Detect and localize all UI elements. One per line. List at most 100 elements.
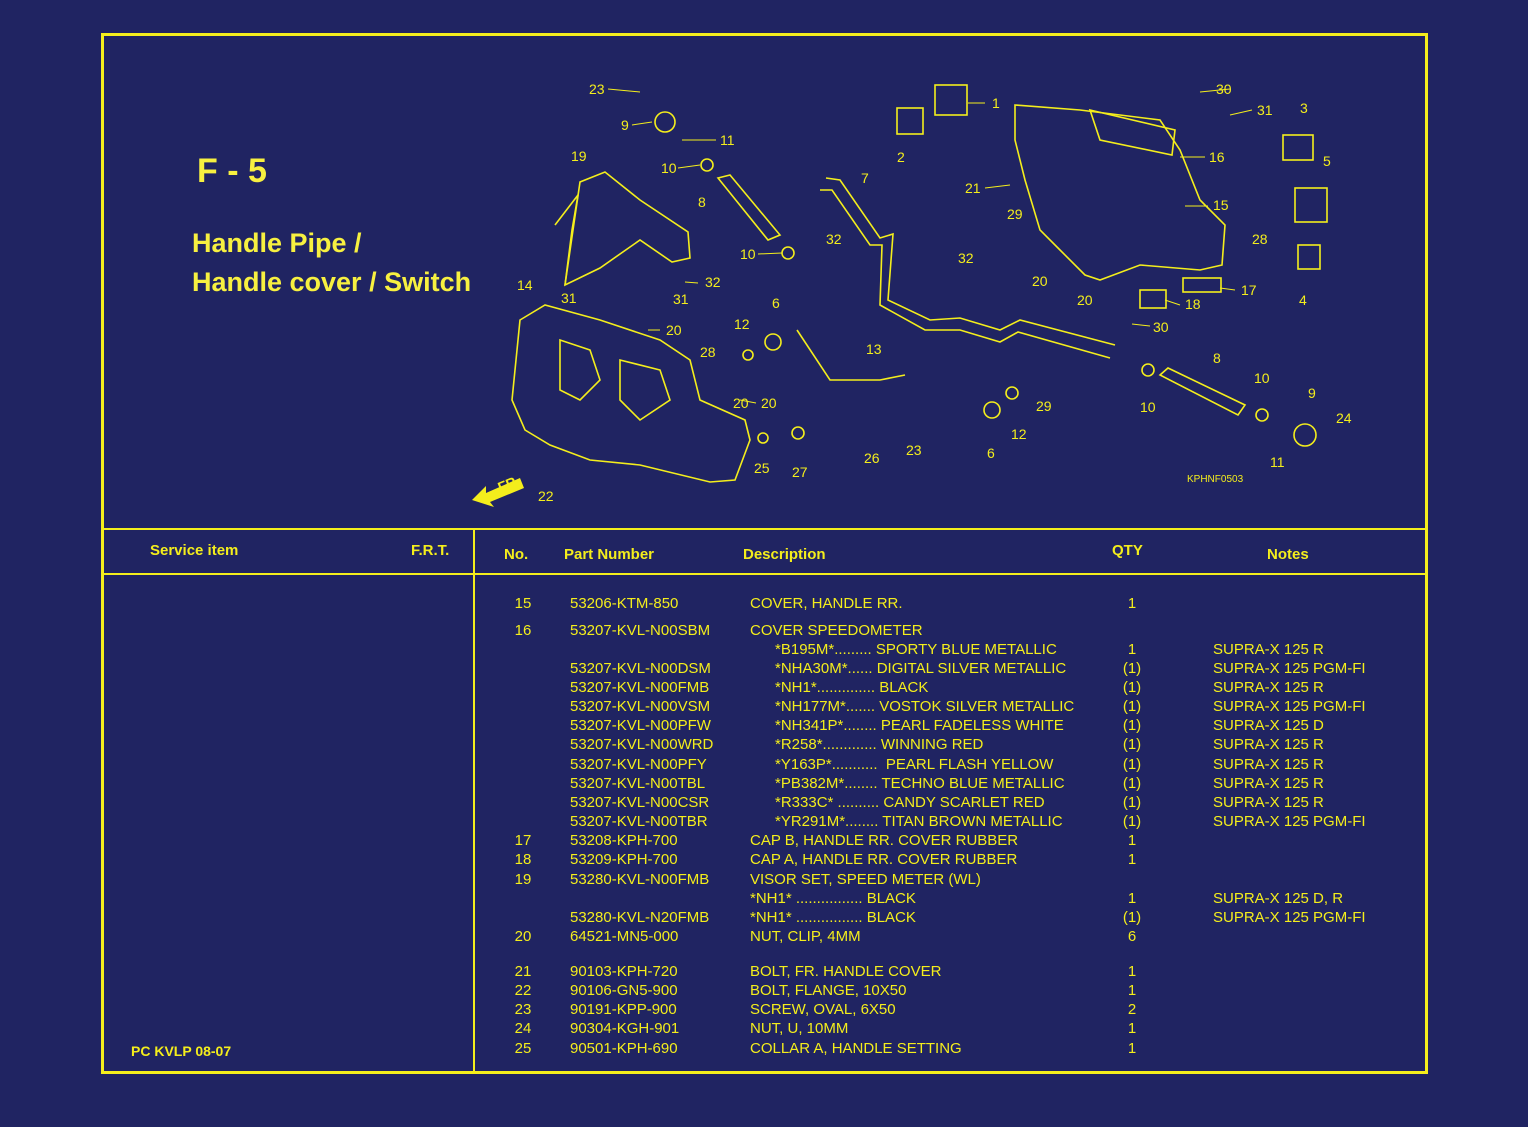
switch-1 <box>934 84 968 116</box>
nut-10d <box>1255 408 1269 422</box>
callout: 9 <box>621 117 629 133</box>
header-divider <box>101 573 1428 575</box>
visor-edge <box>554 194 579 286</box>
arrow-label: FR. <box>495 472 522 495</box>
callout: 28 <box>700 344 716 360</box>
callout: 20 <box>1032 273 1048 289</box>
callout: 27 <box>792 464 808 480</box>
callout: 22 <box>538 488 554 504</box>
switch-4 <box>1297 244 1321 270</box>
header-description: Description <box>743 546 826 563</box>
callout: 31 <box>1257 102 1273 118</box>
front-arrow-icon <box>472 478 524 507</box>
leader-lines <box>607 88 1253 404</box>
table-row: 53207-KVL-N00PFY *Y163P*........... PEAR… <box>570 756 1324 773</box>
callout: 14 <box>517 277 533 293</box>
callout: 1 <box>992 95 1000 111</box>
callout: 32 <box>705 274 721 290</box>
callout: 5 <box>1323 153 1331 169</box>
section-title-line2: Handle cover / Switch <box>192 267 472 297</box>
pipe-left <box>716 174 782 241</box>
header-qty: QTY <box>1112 542 1143 559</box>
table-row: 53207-KVL-N00WRD *R258*............. WIN… <box>570 736 1324 753</box>
table-row: 53207-KVL-N00FMB *NH1*.............. BLA… <box>570 679 1324 696</box>
parts-page-frame <box>101 33 1428 1074</box>
collar-26 <box>791 426 805 440</box>
table-row: 53207-KVL-N00PFW *NH341P*........ PEARL … <box>570 717 1324 734</box>
callout: 11 <box>1270 454 1285 470</box>
column-divider <box>473 528 475 1074</box>
callout: 16 <box>1209 149 1225 165</box>
footer-code: PC KVLP 08-07 <box>131 1043 232 1059</box>
callout: 2 <box>897 149 905 165</box>
callout: 10 <box>661 160 677 176</box>
callout: 20 <box>733 395 749 411</box>
callout: 28 <box>1252 231 1268 247</box>
header-service-item: Service item <box>150 542 239 559</box>
callout: 23 <box>906 442 922 458</box>
cap-17 <box>1182 277 1222 293</box>
callout: 15 <box>1213 197 1229 213</box>
callout: 32 <box>958 250 974 266</box>
header-part-number: Part Number <box>564 546 655 563</box>
table-row: 53207-KVL-N00VSM *NH177M*....... VOSTOK … <box>570 698 1366 715</box>
callout: 4 <box>1299 292 1307 308</box>
header-frt: F.R.T. <box>411 542 450 559</box>
collar-12 <box>742 349 754 361</box>
callout: 31 <box>673 291 689 307</box>
callout: 8 <box>698 194 706 210</box>
table-row: 53207-KVL-N00DSM *NHA30M*...... DIGITAL … <box>570 660 1366 677</box>
rubber-9-right <box>1293 423 1317 447</box>
callout: 11 <box>720 132 735 148</box>
callout: 20 <box>761 395 777 411</box>
diagram-divider <box>101 528 1428 530</box>
exploded-parts-diagram: FR. KPHNF0503 1 2 3 4 5 6 6 7 8 8 9 9 10… <box>472 81 1352 507</box>
cap-18 <box>1139 289 1167 309</box>
callout: 13 <box>866 341 882 357</box>
callout: 8 <box>1213 350 1221 366</box>
callout: 18 <box>1185 296 1201 312</box>
nut-24 <box>757 432 769 444</box>
table-row: 53207-KVL-N00TBL *PB382M*........ TECHNO… <box>570 775 1324 792</box>
section-code: F - 5 <box>197 152 267 190</box>
callout: 29 <box>1007 206 1023 222</box>
handle-pipe-edge <box>820 189 1111 359</box>
section-title-line1: Handle Pipe / <box>192 228 362 258</box>
callout: 21 <box>965 180 981 196</box>
switch-2 <box>896 107 924 135</box>
speedometer-opening <box>1088 108 1176 156</box>
callout: 7 <box>861 170 869 186</box>
nut-10 <box>700 158 714 172</box>
front-cover-detail <box>559 338 671 422</box>
callout: 32 <box>826 231 842 247</box>
callout: 6 <box>987 445 995 461</box>
handle-pipe-stem <box>796 329 906 381</box>
callout: 26 <box>864 450 880 466</box>
callout: 20 <box>1077 292 1093 308</box>
callout: 31 <box>561 290 577 306</box>
callout: 10 <box>1254 370 1270 386</box>
callout: 24 <box>1336 410 1352 426</box>
callout: 30 <box>1153 319 1169 335</box>
collar-12b <box>1005 386 1019 400</box>
callout: 10 <box>1140 399 1156 415</box>
callout: 17 <box>1241 282 1257 298</box>
table-row: 53207-KVL-N00TBR *YR291M*........ TITAN … <box>570 813 1366 830</box>
front-cover-shape <box>511 304 751 483</box>
visor-shape <box>563 171 691 287</box>
callout: 9 <box>1308 385 1316 401</box>
callout: 20 <box>666 322 682 338</box>
rubber-6b <box>983 401 1001 419</box>
callout: 10 <box>740 246 756 262</box>
